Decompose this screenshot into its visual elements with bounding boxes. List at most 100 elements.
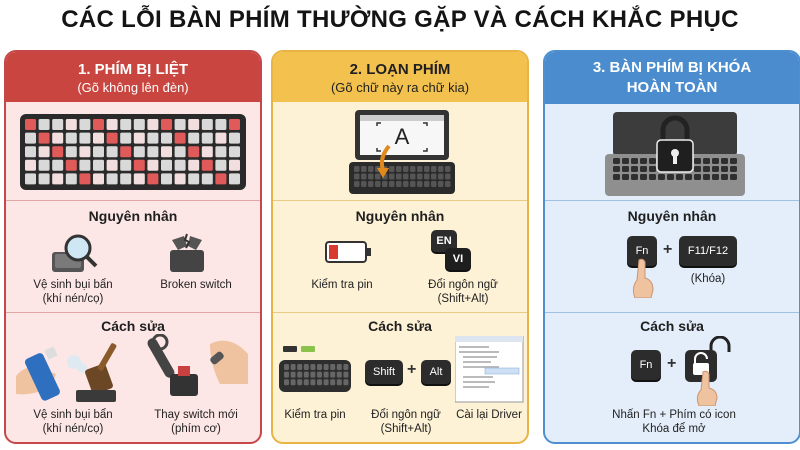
- panel-header: 3. BÀN PHÍM BỊ KHÓA HOÀN TOÀN: [545, 52, 799, 104]
- cause-caption-line1: Đổi ngôn ngữ: [428, 279, 498, 291]
- keycap: [403, 181, 409, 187]
- keycap: [613, 174, 620, 180]
- keycap: [161, 132, 172, 144]
- keycap: [93, 159, 104, 171]
- plus-sign: +: [407, 361, 417, 378]
- keycap: [622, 174, 629, 180]
- keycap: [161, 146, 172, 158]
- keycap: [188, 146, 200, 158]
- keycap: [120, 173, 132, 185]
- keycap: [667, 174, 674, 180]
- keycap: [120, 146, 132, 158]
- keycap: [424, 181, 430, 187]
- keycap: [417, 166, 423, 172]
- keycap: [424, 166, 430, 172]
- fix-caption-line1: Kiểm tra pin: [284, 409, 346, 421]
- keycap: [93, 132, 104, 144]
- keycap: [368, 166, 374, 172]
- keycap: [65, 119, 77, 130]
- panel-heading: 3. BÀN PHÍM BỊ KHÓA: [592, 59, 752, 76]
- keycap: [410, 181, 416, 187]
- keycap: [730, 166, 737, 172]
- keycap: [188, 173, 200, 185]
- alt-key: Alt: [421, 360, 451, 384]
- shift-key: Shift: [365, 360, 403, 384]
- cause-title: Nguyên nhân: [88, 208, 178, 224]
- keycap: [431, 181, 437, 187]
- cause-caption: (Khóa): [690, 273, 726, 285]
- keycap: [161, 119, 172, 130]
- keycap: [120, 132, 132, 144]
- keycap: [93, 173, 104, 185]
- panel-stuck-keys: 1. PHÍM BỊ LIỆT (Gõ không lên đèn) Nguyê…: [4, 50, 262, 444]
- keycap: [147, 132, 159, 144]
- en-key: EN: [431, 230, 457, 252]
- keycap: [640, 166, 647, 172]
- keycap: [310, 379, 316, 386]
- fix-caption-line2: (Shift+Alt): [380, 423, 432, 435]
- panel-heading: 2. LOẠN PHÍM: [349, 61, 451, 78]
- keycap: [343, 371, 349, 378]
- keycap: [38, 159, 50, 171]
- keycap: [330, 364, 336, 370]
- keycap: [215, 159, 227, 171]
- low-battery-icon: [325, 241, 371, 263]
- panel-header: 2. LOẠN PHÍM (Gõ chữ này ra chữ kia): [273, 52, 527, 102]
- panel-wrong-keys: 2. LOẠN PHÍM (Gõ chữ này ra chữ kia) A N…: [271, 50, 529, 444]
- keycap: [336, 371, 342, 378]
- keycap: [685, 174, 692, 180]
- keycap: [215, 132, 227, 144]
- keycap: [368, 173, 374, 180]
- keycap: [417, 181, 423, 187]
- keycap: [712, 158, 719, 164]
- keycap: [631, 158, 638, 164]
- keycap: [174, 119, 186, 130]
- keycap: [310, 371, 316, 378]
- keycap: [188, 159, 200, 171]
- keycap: [730, 174, 737, 180]
- keycap: [336, 379, 342, 386]
- keycap: [721, 174, 728, 180]
- keycap: [438, 181, 444, 187]
- keycap: [361, 166, 367, 172]
- keycap: [38, 119, 50, 130]
- keycap: [133, 119, 145, 130]
- fix-caption-line2: (phím cơ): [171, 423, 221, 435]
- cause-title: Nguyên nhân: [355, 208, 445, 224]
- keycap: [431, 173, 437, 180]
- keycap: [310, 364, 316, 370]
- keycap: [303, 379, 309, 386]
- broken-switch-icon: [170, 233, 204, 272]
- keycap: [649, 158, 656, 164]
- keycap: [712, 166, 719, 172]
- keycap: [445, 166, 451, 172]
- keycap: [676, 174, 683, 180]
- keycap: [79, 146, 91, 158]
- keycap: [323, 379, 329, 386]
- keycap: [330, 371, 336, 378]
- keycap: [133, 159, 145, 171]
- keycap: [147, 159, 159, 171]
- finger-press-icon: [632, 258, 654, 298]
- keycap: [330, 379, 336, 386]
- fix-title: Cách sửa: [101, 318, 165, 334]
- fix-caption-line1: Đổi ngôn ngữ: [371, 409, 441, 421]
- keycap: [640, 158, 647, 164]
- keycap: [106, 132, 118, 144]
- keycap: [303, 371, 309, 378]
- keycap: [323, 364, 329, 370]
- keycap: [438, 166, 444, 172]
- keycap: [201, 159, 213, 171]
- keycap: [120, 119, 132, 130]
- keycap: [106, 146, 118, 158]
- fix-caption-line1: Cài lại Driver: [456, 409, 522, 421]
- keycap: [229, 132, 240, 144]
- keycap: [120, 159, 132, 171]
- keycap: [703, 158, 710, 164]
- keycap: [147, 146, 159, 158]
- keycap: [38, 146, 50, 158]
- keycap: [215, 173, 227, 185]
- keycap: [382, 181, 388, 187]
- panel-subheading: HOÀN TOÀN: [626, 79, 718, 96]
- keycap: [445, 181, 451, 187]
